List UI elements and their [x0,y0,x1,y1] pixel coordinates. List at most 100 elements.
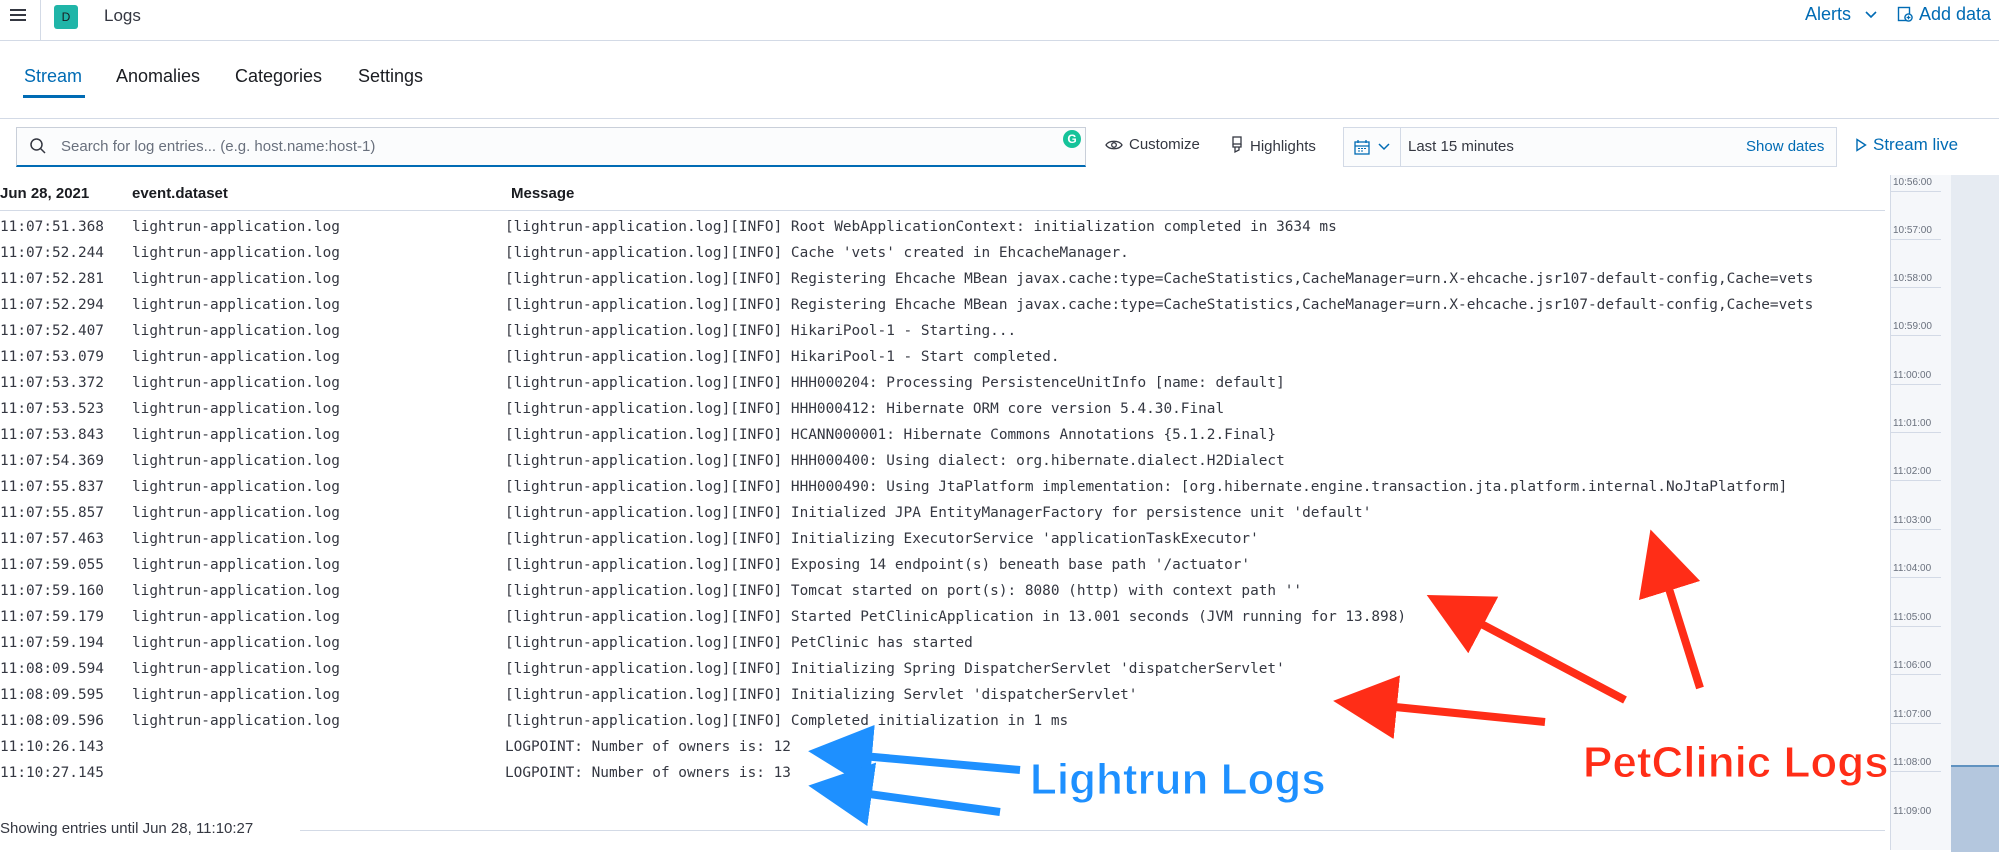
log-minimap[interactable]: 10:56:00 10:57:00 10:58:00 10:59:00 11:0… [1890,175,1999,852]
log-dataset: lightrun-application.log [132,583,340,599]
log-message: LOGPOINT: Number of owners is: 13 [505,765,791,781]
log-message: [lightrun-application.log][INFO] HCANN00… [505,427,1277,443]
log-timestamp: 11:07:59.055 [0,557,104,573]
log-message: [lightrun-application.log][INFO] HHH0004… [505,401,1225,417]
minimap-tick-label: 11:00:00 [1893,370,1932,381]
stream-live-button[interactable]: Stream live [1855,135,1958,155]
divider [40,0,41,40]
tab-anomalies[interactable]: Anomalies [116,66,201,86]
date-picker: Last 15 minutes Show dates [1343,127,1837,167]
lightrun-arrow [808,762,1001,827]
add-data-button[interactable]: Add data [1897,4,1991,25]
divider [1891,287,1941,288]
app-title: Logs [104,6,141,25]
log-row[interactable]: 11:07:52.244 lightrun-application.log [lig… [0,242,1885,268]
eye-icon [1105,140,1123,150]
show-dates-button[interactable]: Show dates [1746,138,1825,155]
search-icon [30,138,46,154]
log-dataset: lightrun-application.log [132,375,340,391]
alerts-menu-button[interactable]: Alerts [1805,4,1878,25]
log-message: [lightrun-application.log][INFO] Registe… [505,297,1814,313]
divider [1891,771,1941,772]
tab-settings[interactable]: Settings [358,66,424,86]
stream-footer: Showing entries until Jun 28, 11:10:27 [0,820,254,837]
calendar-icon[interactable] [1354,139,1370,155]
divider [0,210,1885,211]
highlights-button[interactable]: Highlights [1230,136,1316,155]
chevron-down-icon[interactable] [1378,139,1390,153]
log-dataset: lightrun-application.log [132,661,340,677]
log-message: [lightrun-application.log][INFO] Cache '… [505,245,1129,261]
minimap-tick-label: 11:01:00 [1893,418,1932,429]
divider [1891,674,1941,675]
log-timestamp: 11:07:53.843 [0,427,104,443]
petclinic-arrow [1639,529,1704,690]
log-timestamp: 11:08:09.596 [0,713,104,729]
log-dataset: lightrun-application.log [132,219,340,235]
log-message: [lightrun-application.log][INFO] Started… [505,609,1407,625]
divider [1891,335,1941,336]
log-timestamp: 11:10:27.145 [0,765,104,781]
log-timestamp: 11:07:52.281 [0,271,104,287]
log-timestamp: 11:07:52.244 [0,245,104,261]
log-row[interactable]: 11:10:27.145 LOGPOINT: Number of owners i… [0,762,1885,788]
log-timestamp: 11:07:54.369 [0,453,104,469]
search-input[interactable] [59,137,1023,156]
log-message: [lightrun-application.log][INFO] Registe… [505,271,1814,287]
log-dataset: lightrun-application.log [132,271,340,287]
column-header-dataset: event.dataset [132,185,228,202]
lightrun-arrow [808,724,1021,789]
log-timestamp: 11:07:59.160 [0,583,104,599]
log-message: [lightrun-application.log][INFO] HikariP… [505,349,1060,365]
log-message: [lightrun-application.log][INFO] Initial… [505,687,1138,703]
customize-button[interactable]: Customize [1105,136,1200,153]
tab-categories[interactable]: Categories [235,66,323,86]
log-timestamp: 11:08:09.595 [0,687,104,703]
log-message: [lightrun-application.log][INFO] Initial… [505,661,1285,677]
log-timestamp: 11:07:52.294 [0,297,104,313]
log-dataset: lightrun-application.log [132,557,340,573]
log-timestamp: 11:07:59.194 [0,635,104,651]
log-message: [lightrun-application.log][INFO] HikariP… [505,323,1017,339]
space-avatar[interactable]: D [54,5,78,29]
tab-stream[interactable]: Stream [24,66,83,86]
minimap-visible-range[interactable] [1951,765,1999,852]
menu-icon[interactable] [8,6,28,26]
log-message: [lightrun-application.log][INFO] HHH0004… [505,479,1788,495]
log-timestamp: 11:07:55.837 [0,479,104,495]
petclinic-arrow [1426,595,1627,704]
log-row[interactable]: 11:07:52.281 lightrun-application.log [lig… [0,268,1885,294]
log-message: [lightrun-application.log][INFO] Root We… [505,219,1337,235]
column-header-message[interactable]: Message [511,185,575,202]
time-range-display[interactable]: Last 15 minutes [1408,138,1514,155]
petclinic-arrow [1333,675,1546,740]
log-message: [lightrun-application.log][INFO] Initial… [505,531,1259,547]
search-bar[interactable]: G [16,127,1086,167]
play-icon [1856,138,1867,152]
divider [300,830,1885,831]
grammarly-icon[interactable]: G [1063,130,1081,148]
log-dataset: lightrun-application.log [132,245,340,261]
log-timestamp: 11:07:53.079 [0,349,104,365]
